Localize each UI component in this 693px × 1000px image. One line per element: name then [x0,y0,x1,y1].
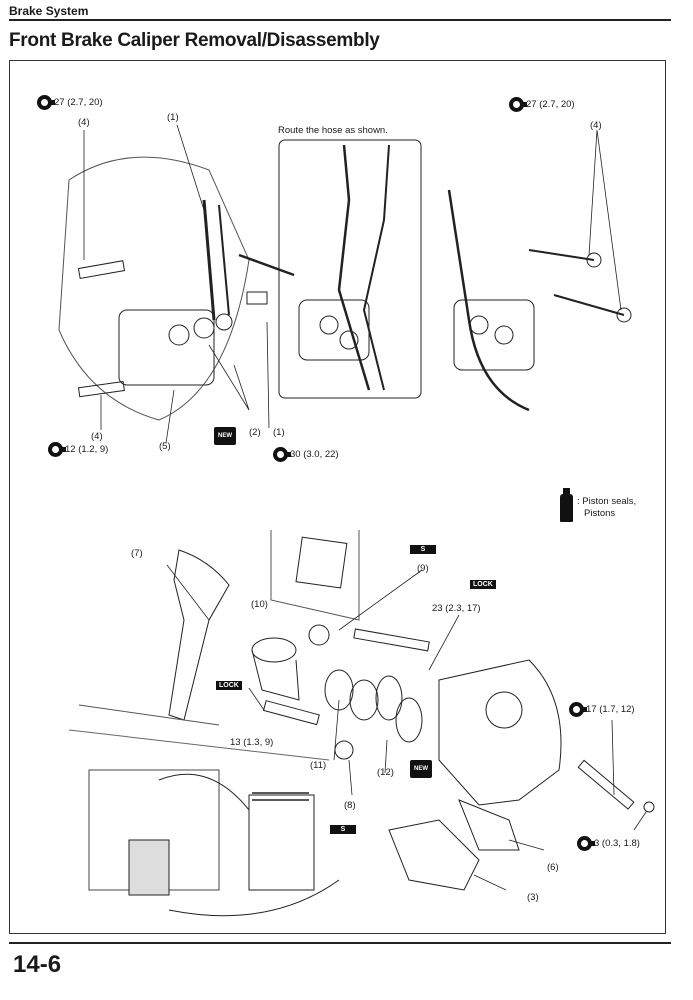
grease-label: S [330,825,356,834]
new-part-icon: NEW [214,427,236,445]
part-label: (3) [527,892,539,903]
section-label: Brake System [9,4,89,18]
torque-wrench-icon [509,97,527,112]
grease-icon: S [330,825,356,834]
part-label: (8) [344,800,356,811]
brake-fluid-icon [560,488,573,522]
torque-callout-caliper-bolt: 17 (1.7, 12) [569,702,635,717]
route-note: Route the hose as shown. [278,125,388,136]
torque-callout-bleeder: 3 (0.3, 1.8) [577,836,640,851]
part-label: (10) [251,599,268,610]
part-label: (4) [78,117,90,128]
part-label: (7) [131,548,143,559]
caliper-illustration [58,124,655,917]
lock-agent-icon: LOCK [470,580,496,589]
torque-wrench-icon [577,836,595,851]
part-label: (9) [417,563,429,574]
torque-value: 17 (1.7, 12) [586,704,635,715]
part-label: (4) [590,120,602,131]
fluid-note: : Piston seals, Pistons [577,496,636,520]
lock-badge: LOCK [470,580,496,589]
torque-wrench-icon [569,702,587,717]
part-label: (12) [377,767,394,778]
torque-wrench-icon [273,447,291,462]
header-rule [9,19,671,21]
torque-callout-1: 30 (3.0, 22) [273,447,339,462]
torque-callout-5: 12 (1.2, 9) [48,442,108,457]
grease-icon: S [410,545,436,554]
part-label: (1) [167,112,179,123]
grease-label: S [410,545,436,554]
torque-wrench-icon [37,95,55,110]
lock-agent-icon: LOCK [216,681,242,690]
part-label: (2) [249,427,261,438]
page-number: 14-6 [13,951,62,978]
torque-value-pin-bolt: 13 (1.3, 9) [230,737,274,748]
part-label: (1) [273,427,285,438]
lock-badge: LOCK [216,681,242,690]
torque-value: 30 (3.0, 22) [290,449,339,460]
torque-value-lock-pin: 23 (2.3, 17) [432,603,481,614]
page-title: Front Brake Caliper Removal/Disassembly [9,30,380,51]
part-label: (6) [547,862,559,873]
torque-value: 27 (2.7, 20) [54,97,103,108]
torque-value: 27 (2.7, 20) [526,99,575,110]
fluid-note-line1: : Piston seals, [577,496,637,507]
torque-wrench-icon [48,442,66,457]
fluid-note-line2: Pistons [584,508,616,519]
part-label: (5) [159,441,171,452]
footer-rule [9,942,671,944]
torque-value: 3 (0.3, 1.8) [594,838,640,849]
torque-callout-4-left: 27 (2.7, 20) [37,95,103,110]
part-label: (11) [310,760,327,771]
part-label: (4) [91,431,103,442]
torque-callout-4-right: 27 (2.7, 20) [509,97,575,112]
new-part-icon: NEW [410,760,432,778]
torque-value: 12 (1.2, 9) [65,444,109,455]
illustration-frame [9,60,666,934]
